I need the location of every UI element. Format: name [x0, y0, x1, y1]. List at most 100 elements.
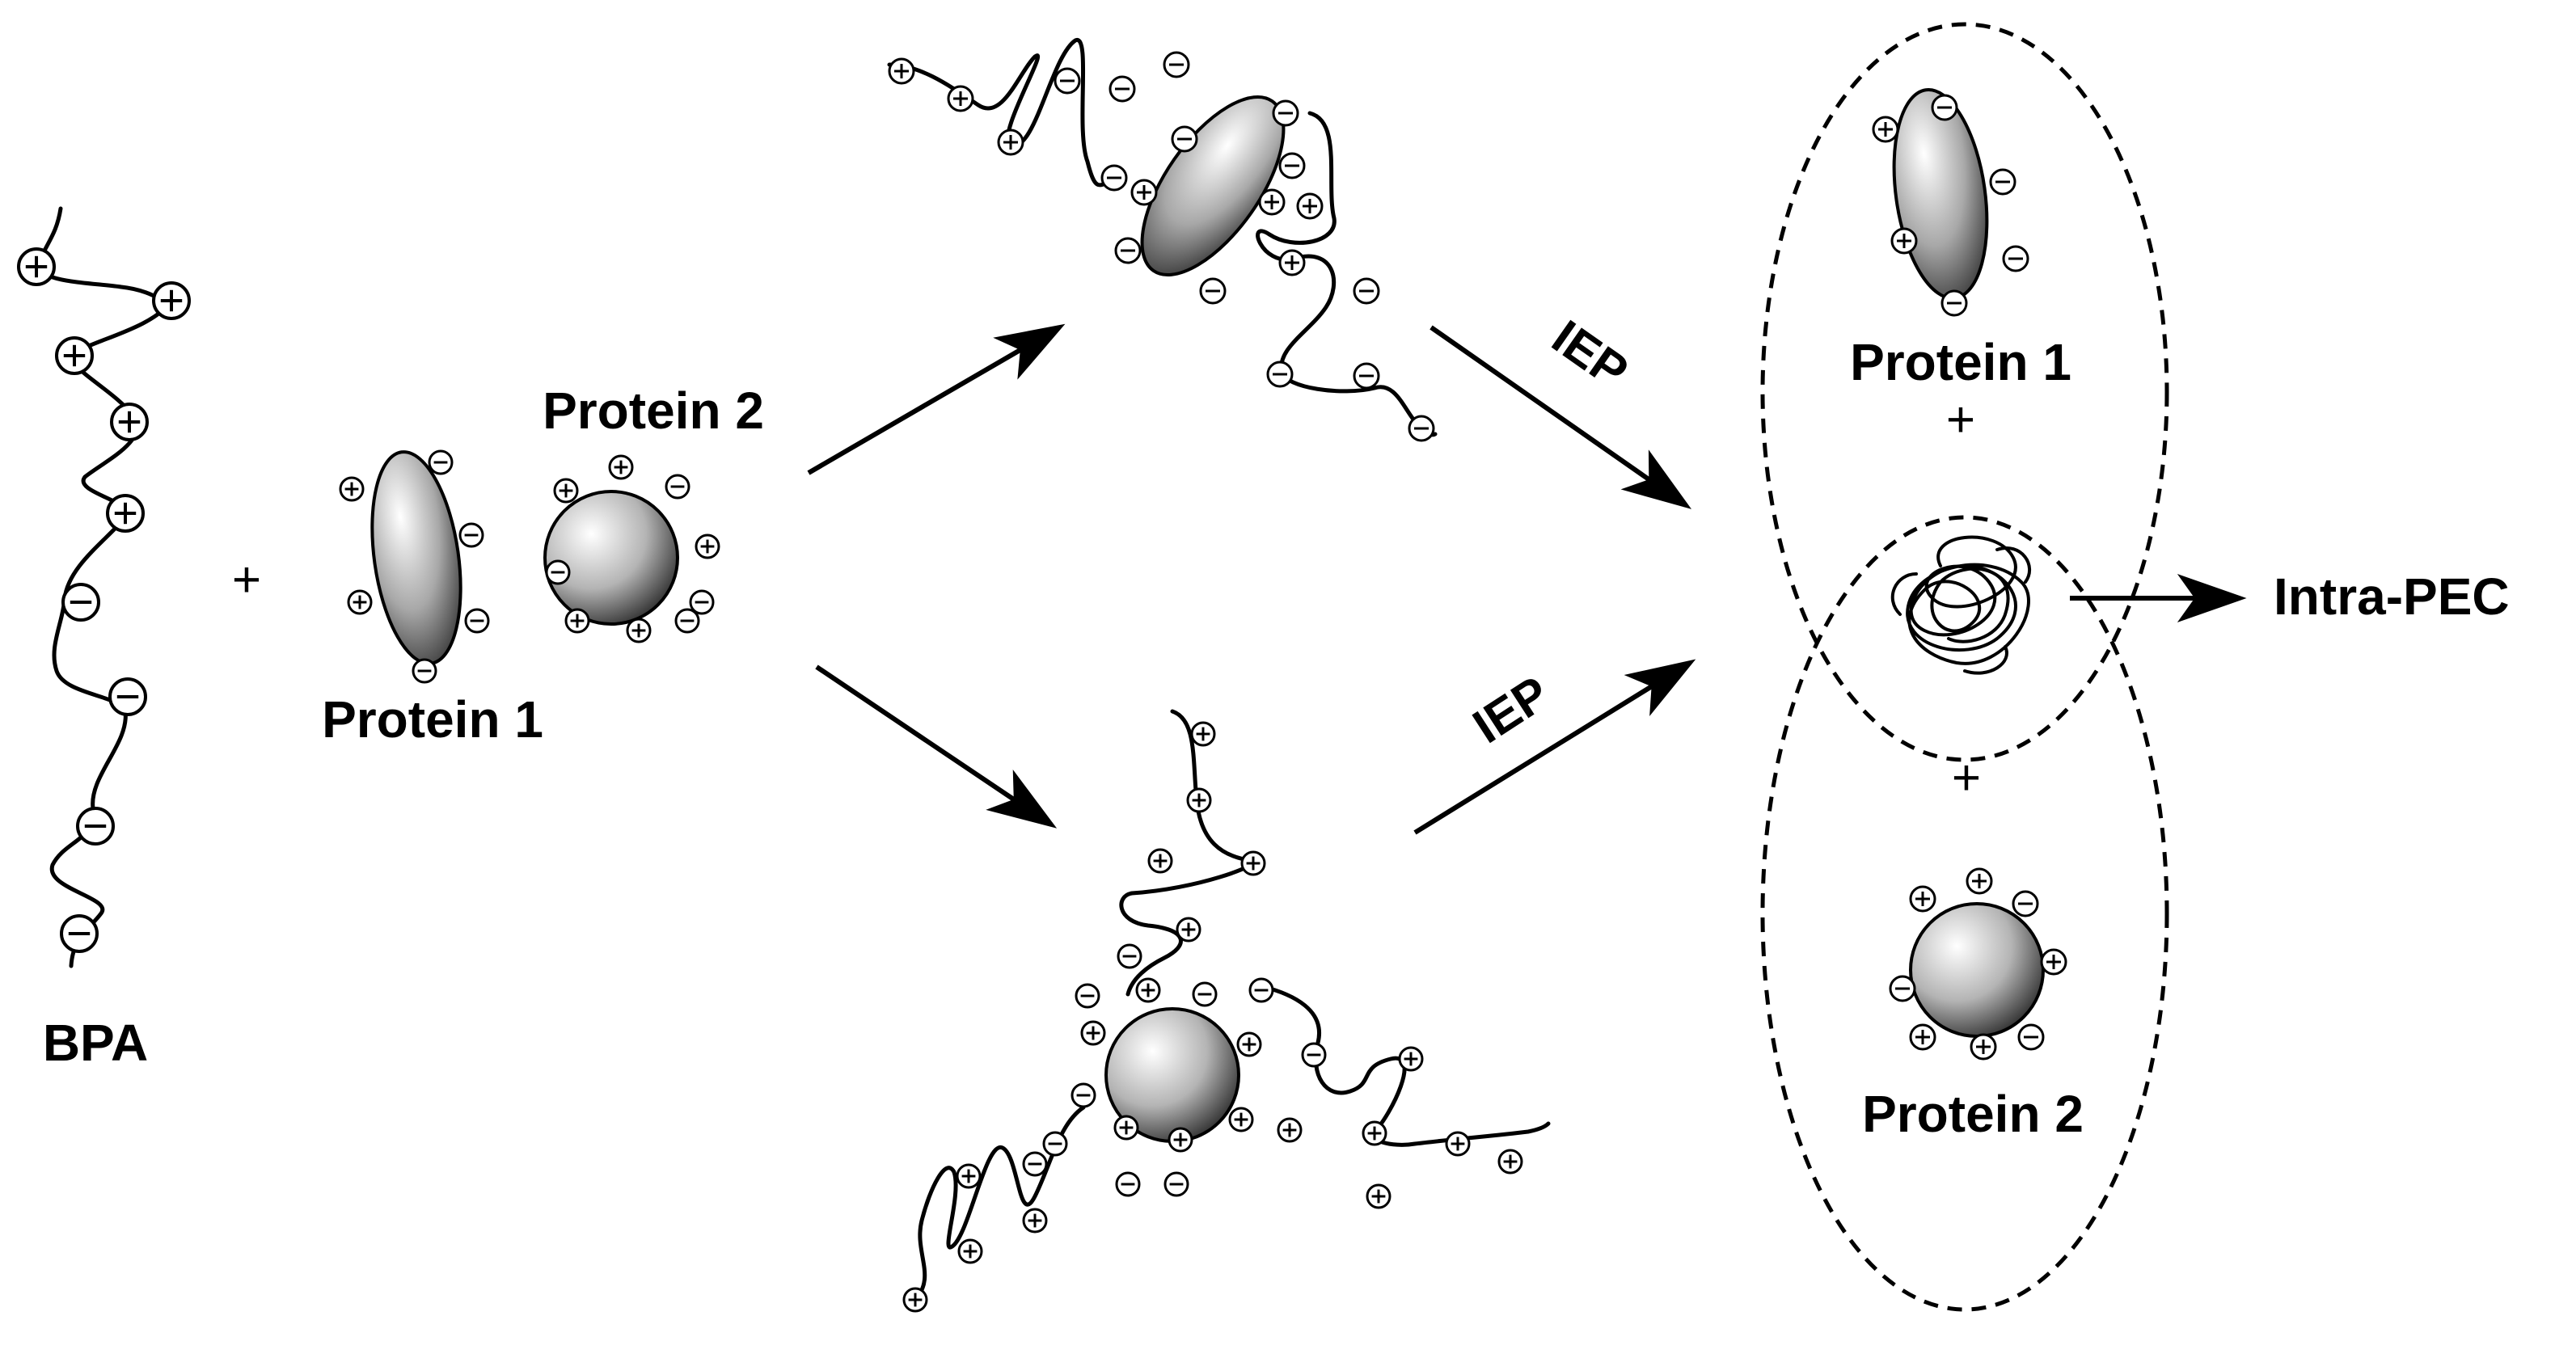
positive-charge-icon: [1147, 848, 1173, 874]
negative-charge-icon: [1171, 125, 1198, 153]
negative-charge-icon: [1117, 943, 1142, 969]
negative-charge-icon: [1940, 289, 1968, 317]
positive-charge-icon: [1135, 977, 1161, 1003]
positive-charge-icon: [1168, 1127, 1193, 1153]
positive-charge-icon: [956, 1163, 982, 1189]
top-chain-right: [1256, 111, 1438, 437]
negative-charge-icon: [1054, 67, 1081, 95]
top-chain-left: [887, 38, 1118, 188]
negative-charge-icon: [1266, 361, 1294, 388]
dashed-ellipse-upper: [1760, 22, 2169, 762]
negative-charge-icon: [665, 474, 690, 500]
positive-charge-icon: [997, 129, 1024, 156]
positive-charge-icon: [1278, 249, 1306, 276]
iep-top-label: IEP: [1543, 310, 1638, 399]
dashed-ellipse-lower: [1760, 515, 2169, 1312]
negative-charge-icon: [674, 608, 700, 634]
positive-charge-icon: [947, 85, 974, 112]
positive-charge-icon: [1176, 917, 1201, 943]
positive-charge-icon: [17, 247, 56, 286]
positive-charge-icon: [957, 1238, 983, 1264]
negative-charge-icon: [60, 914, 99, 953]
iep-bottom-label: IEP: [1463, 665, 1559, 753]
arrow-to-top-complex: [807, 323, 1066, 475]
positive-charge-icon: [1890, 227, 1918, 255]
protein1-result-label: Protein 1: [1850, 333, 2071, 391]
positive-charge-icon: [626, 618, 652, 643]
positive-charge-icon: [1497, 1149, 1523, 1175]
negative-charge-icon: [2012, 890, 2039, 917]
positive-charge-icon: [1130, 179, 1158, 206]
positive-charge-icon: [902, 1287, 928, 1313]
protein2-sphere: [543, 490, 679, 626]
negative-charge-icon: [108, 677, 147, 716]
intra-pec-label: Intra-PEC: [2274, 567, 2510, 626]
positive-charge-icon: [55, 336, 94, 375]
protein2-start-label: Protein 2: [543, 382, 764, 440]
positive-charge-icon: [1190, 721, 1216, 747]
arrow-top-to-products: [1429, 325, 1692, 509]
positive-charge-icon: [1236, 1031, 1262, 1057]
negative-charge-icon: [1931, 94, 1958, 121]
bpa-chain-backbone: [36, 206, 174, 968]
negative-charge-icon: [464, 608, 490, 634]
positive-charge-icon: [1186, 787, 1212, 813]
positive-charge-icon: [1909, 1023, 1936, 1051]
positive-charge-icon: [152, 281, 191, 320]
bpa-label: BPA: [43, 1014, 148, 1072]
positive-charge-icon: [339, 476, 365, 502]
positive-charge-icon: [1228, 1107, 1254, 1132]
positive-charge-icon: [888, 57, 915, 85]
negative-charge-icon: [1109, 75, 1136, 103]
positive-charge-icon: [1080, 1020, 1106, 1046]
positive-charge-icon: [1022, 1208, 1048, 1234]
negative-charge-icon: [1100, 164, 1128, 192]
negative-charge-icon: [428, 449, 454, 475]
reactant-plus-sign: +: [232, 552, 261, 608]
intra-pec-coil: [1890, 535, 2031, 675]
positive-charge-icon: [1258, 188, 1286, 216]
negative-charge-icon: [1408, 415, 1435, 442]
result-plus-sign-upper: +: [1946, 392, 1975, 448]
positive-charge-icon: [1240, 850, 1266, 876]
result-plus-sign-lower: +: [1952, 750, 1981, 806]
positive-charge-icon: [1398, 1046, 1424, 1072]
product-enclosures: [1760, 22, 2169, 1312]
negative-charge-icon: [1889, 975, 1916, 1002]
positive-charge-icon: [1966, 867, 1993, 895]
positive-charge-icon: [1872, 116, 1899, 143]
negative-charge-icon: [1042, 1131, 1068, 1157]
negative-charge-icon: [1272, 99, 1299, 127]
charge-markers: [17, 51, 2067, 1313]
protein2-result-label: Protein 2: [1862, 1085, 2084, 1143]
positive-charge-icon: [1366, 1183, 1391, 1209]
positive-charge-icon: [564, 608, 590, 634]
negative-charge-icon: [1248, 977, 1274, 1003]
arrow-bottom-to-products: [1413, 659, 1696, 835]
positive-charge-icon: [1362, 1120, 1387, 1146]
negative-charge-icon: [1353, 277, 1380, 305]
positive-charge-icon: [608, 454, 634, 480]
negative-charge-icon: [1075, 983, 1100, 1009]
positive-charge-icon: [347, 589, 373, 615]
negative-charge-icon: [1163, 51, 1190, 78]
negative-charge-icon: [1071, 1082, 1096, 1108]
negative-charge-icon: [76, 807, 115, 846]
negative-charge-icon: [1022, 1151, 1048, 1177]
negative-charge-icon: [1115, 1171, 1141, 1197]
negative-charge-icon: [458, 522, 484, 548]
positive-charge-icon: [695, 534, 720, 559]
positive-charge-icon: [1970, 1033, 1997, 1061]
negative-charge-icon: [1989, 168, 2016, 196]
negative-charge-icon: [689, 589, 715, 615]
top-protein1-ellipsoid: [1140, 95, 1286, 277]
negative-charge-icon: [61, 583, 100, 622]
positive-charge-icon: [1909, 885, 1936, 913]
positive-charge-icon: [553, 478, 579, 504]
positive-charge-icon: [106, 494, 145, 533]
positive-charge-icon: [1296, 192, 1324, 220]
negative-charge-icon: [1192, 981, 1218, 1007]
negative-charge-icon: [1278, 152, 1306, 179]
